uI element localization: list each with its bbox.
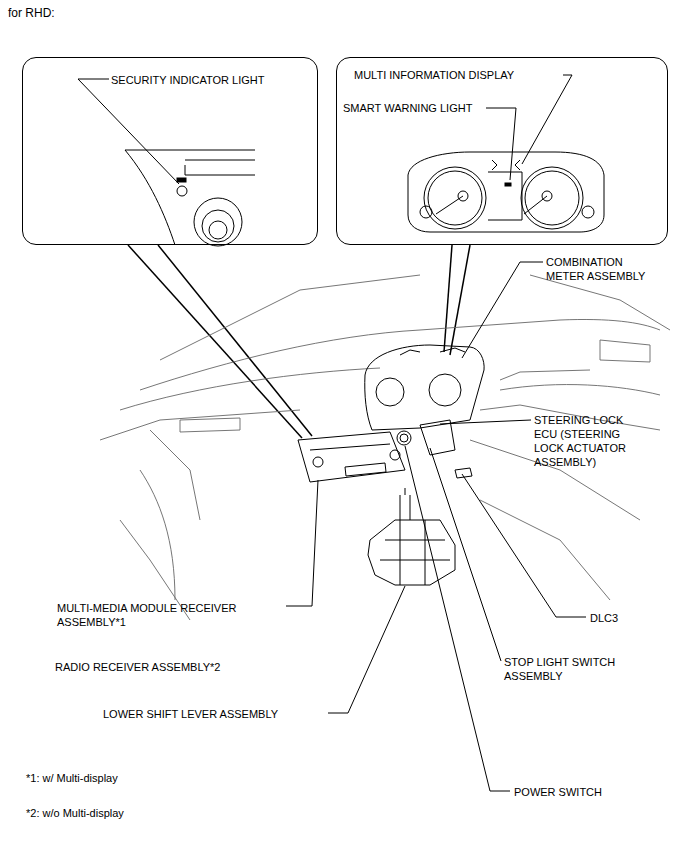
part-label: COMBINATION METER ASSEMBLY bbox=[546, 255, 658, 283]
dashboard-sketch bbox=[500, 370, 590, 380]
panel-sketch bbox=[177, 178, 186, 182]
panel-sketch bbox=[125, 150, 255, 246]
meter-sketch bbox=[505, 183, 511, 186]
meter-sketch bbox=[582, 206, 594, 218]
part-label: STEERING LOCK ECU (STEERING LOCK ACTUATO… bbox=[534, 413, 634, 469]
shift-lever bbox=[380, 560, 450, 561]
dashboard-sketch bbox=[140, 470, 175, 600]
leader-line bbox=[462, 262, 543, 358]
radio-unit bbox=[310, 444, 390, 450]
callout-pointer bbox=[128, 245, 302, 438]
meter-unit bbox=[376, 378, 404, 406]
meter-sketch bbox=[521, 167, 583, 229]
dashboard-sketch bbox=[140, 319, 660, 390]
dashboard-sketch bbox=[500, 385, 660, 395]
meter-sketch bbox=[408, 152, 604, 232]
dashboard-sketch bbox=[150, 430, 200, 520]
callout-box: SECURITY INDICATOR LIGHT bbox=[22, 57, 318, 245]
footnote: *1: w/ Multi-display bbox=[26, 771, 118, 785]
meter-unit bbox=[440, 348, 465, 352]
shift-lever bbox=[368, 488, 455, 585]
meter-unit bbox=[429, 374, 461, 406]
part-label: MULTI INFORMATION DISPLAY bbox=[354, 68, 514, 82]
dashboard-sketch bbox=[100, 275, 670, 620]
leader-line bbox=[405, 446, 510, 791]
panel-sketch bbox=[185, 160, 255, 161]
panel-sketch bbox=[202, 210, 234, 242]
variant-heading: for RHD: bbox=[8, 6, 55, 20]
shift-lever bbox=[405, 488, 406, 495]
shift-lever bbox=[400, 495, 410, 520]
dashboard-sketch bbox=[120, 368, 380, 410]
callout-pointer bbox=[128, 245, 470, 438]
shift-lever bbox=[368, 520, 455, 585]
leader-line bbox=[78, 79, 179, 184]
callout-pointer bbox=[450, 245, 470, 355]
footnote: *2: w/o Multi-display bbox=[26, 806, 124, 820]
part-label: SMART WARNING LIGHT bbox=[343, 101, 472, 115]
part-label: SECURITY INDICATOR LIGHT bbox=[111, 73, 264, 87]
dashboard-sketch bbox=[180, 418, 240, 432]
leader-line bbox=[440, 420, 531, 424]
steering-column bbox=[397, 431, 411, 445]
leader-line bbox=[328, 586, 405, 713]
meter-unit bbox=[400, 350, 420, 355]
radio-unit bbox=[313, 457, 323, 467]
callout-pointer bbox=[444, 245, 452, 352]
meter-sketch bbox=[420, 206, 432, 218]
shift-lever bbox=[385, 540, 445, 541]
meter-sketch bbox=[492, 160, 497, 170]
meter-unit bbox=[365, 345, 484, 430]
part-label: MULTI-MEDIA MODULE RECEIVER ASSEMBLY*1 bbox=[57, 601, 267, 629]
radio-unit bbox=[298, 432, 405, 482]
callout-box: MULTI INFORMATION DISPLAY SMART WARNING L… bbox=[336, 57, 668, 245]
meter-sketch bbox=[428, 171, 482, 225]
steering-column bbox=[420, 420, 455, 455]
leader-line bbox=[430, 448, 501, 661]
leader-line bbox=[78, 75, 586, 791]
panel-sketch bbox=[125, 150, 255, 151]
meter-unit bbox=[365, 345, 484, 430]
part-label: RADIO RECEIVER ASSEMBLY*2 bbox=[55, 660, 220, 674]
leader-line bbox=[522, 75, 572, 164]
dashboard-sketch bbox=[100, 410, 300, 440]
radio-unit bbox=[298, 432, 405, 482]
meter-sketch bbox=[524, 196, 547, 214]
dashboard-sketch bbox=[530, 275, 670, 330]
radio-unit bbox=[345, 463, 386, 476]
meter-sketch bbox=[488, 172, 522, 220]
radio-unit bbox=[390, 450, 400, 460]
callout-pointer bbox=[158, 245, 312, 436]
panel-sketch bbox=[194, 198, 242, 246]
panel-sketch bbox=[177, 186, 187, 196]
leader-line bbox=[286, 480, 318, 606]
meter-sketch bbox=[515, 160, 520, 170]
shift-lever bbox=[400, 520, 425, 585]
meter-sketch bbox=[436, 196, 463, 214]
dashboard-sketch bbox=[480, 500, 610, 600]
meter-sketch bbox=[408, 152, 604, 232]
panel-sketch bbox=[209, 221, 227, 239]
panel-sketch bbox=[125, 150, 175, 245]
steering-column bbox=[400, 434, 408, 442]
dashboard-sketch bbox=[600, 340, 650, 362]
part-label: DLC3 bbox=[590, 611, 618, 625]
leader-line bbox=[486, 108, 516, 180]
leader-line bbox=[462, 474, 586, 617]
panel-sketch bbox=[185, 165, 255, 175]
steering-column bbox=[397, 420, 472, 478]
meter-sketch bbox=[525, 171, 579, 225]
dashboard-sketch bbox=[160, 275, 420, 360]
meter-sketch bbox=[424, 167, 486, 229]
part-label: LOWER SHIFT LEVER ASSEMBLY bbox=[103, 707, 278, 721]
part-label: POWER SWITCH bbox=[514, 785, 602, 799]
part-label: STOP LIGHT SWITCH ASSEMBLY bbox=[504, 655, 626, 683]
